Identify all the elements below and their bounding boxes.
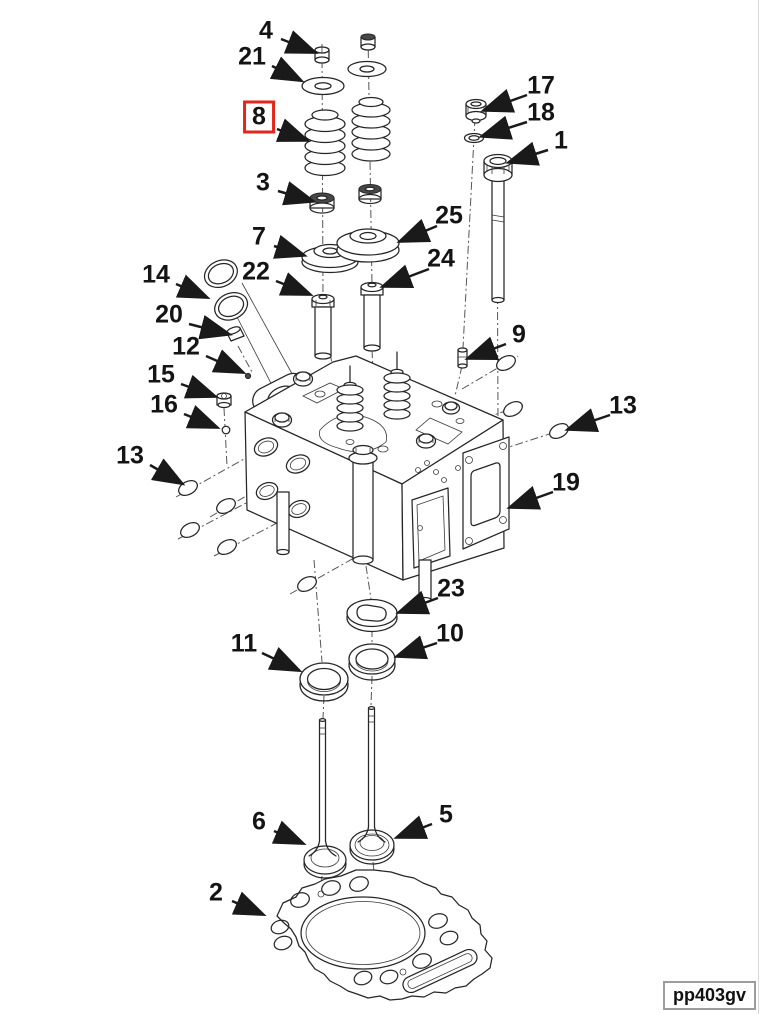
leader-arrow-25	[396, 218, 438, 243]
exhaust-valve-6	[303, 717, 347, 879]
leader-arrow-24	[379, 264, 430, 288]
leader-arrows	[149, 30, 611, 916]
part-label-8-highlighted: 8	[243, 100, 275, 134]
part-label-5: 5	[439, 800, 453, 829]
part-label-25: 25	[435, 201, 463, 230]
part-label-18: 18	[527, 98, 555, 127]
sealing-cap-17	[465, 98, 487, 124]
rear-cover-gasket-19	[462, 436, 510, 550]
part-label-16: 16	[150, 390, 178, 419]
leader-arrow-22	[275, 272, 314, 296]
spring-retainer-washer-mid	[347, 60, 387, 78]
injector-sleeve	[348, 444, 378, 565]
dowel-pin-9	[457, 347, 468, 369]
cup-plugs-14	[203, 259, 249, 321]
leader-arrow-5	[393, 815, 433, 839]
valve-seat-11	[299, 662, 349, 702]
leader-arrow-6	[271, 820, 307, 845]
valve-stem-seal-mid	[358, 184, 382, 205]
page-edge-line	[758, 0, 759, 1014]
installed-spring-a	[336, 365, 364, 432]
leader-arrow-15	[180, 374, 219, 399]
part-label-15: 15	[147, 360, 175, 389]
valve-keeper-4	[314, 46, 330, 64]
part-label-13: 13	[609, 391, 637, 420]
installed-spring-b	[383, 351, 411, 420]
pipe-plug-20	[226, 326, 245, 342]
o-ring-set-13	[178, 354, 569, 593]
leader-arrow-14	[175, 274, 211, 299]
leader-arrow-7	[273, 234, 308, 259]
leader-arrow-13	[564, 408, 611, 432]
leader-arrow-1	[505, 141, 549, 166]
valve-seat-10	[348, 643, 396, 681]
plug-15	[216, 392, 232, 409]
valve-keeper-mid	[360, 33, 376, 51]
part-label-13: 13	[116, 441, 144, 470]
spring-seat-25	[336, 228, 400, 263]
leader-arrow-16	[183, 405, 221, 429]
part-label-12: 12	[172, 332, 200, 361]
part-label-20: 20	[155, 300, 183, 329]
roll-pin-12	[244, 372, 252, 380]
part-label-21: 21	[238, 42, 266, 71]
leader-arrow-11	[261, 646, 303, 673]
leader-arrow-19	[506, 485, 554, 510]
spring-retainer-washer-21	[301, 76, 345, 96]
part-label-4: 4	[259, 16, 273, 45]
part-label-17: 17	[527, 71, 555, 100]
part-label-1: 1	[554, 126, 568, 155]
part-label-14: 14	[142, 260, 170, 289]
part-label-19: 19	[552, 468, 580, 497]
valve-guide-22	[311, 293, 335, 360]
leader-arrow-12	[205, 349, 247, 375]
leader-arrow-18	[478, 115, 528, 140]
cylinder-head-block	[244, 351, 510, 604]
leader-arrow-13	[149, 458, 186, 486]
seal-ring-23	[346, 598, 398, 633]
leader-arrow-4	[280, 30, 319, 54]
cap-boss	[271, 371, 461, 449]
leader-arrow-2	[231, 891, 267, 916]
leader-arrow-10	[393, 635, 438, 660]
part-label-10: 10	[436, 619, 464, 648]
valve-stem-seal-3	[309, 192, 335, 214]
head-gasket-2	[270, 869, 493, 1001]
part-label-22: 22	[242, 257, 270, 286]
leader-arrow-3	[277, 181, 317, 206]
leader-arrow-23	[395, 590, 439, 615]
seal-washer-18	[463, 132, 485, 144]
part-label-11: 11	[230, 629, 258, 658]
head-bolt-1	[483, 153, 513, 304]
part-label-23: 23	[437, 574, 465, 603]
ball-16	[221, 425, 231, 435]
valve-guide-24	[360, 281, 384, 352]
part-label-3: 3	[256, 168, 270, 197]
part-label-9: 9	[512, 320, 526, 349]
leader-arrow-17	[480, 88, 528, 113]
watermark-code: pp403gv	[662, 981, 756, 1010]
leader-arrow-9	[464, 336, 507, 360]
part-label-24: 24	[427, 244, 455, 273]
leader-arrow-21	[269, 56, 305, 83]
leader-arrow-8	[275, 118, 311, 142]
leader-arrow-20	[188, 315, 233, 340]
part-label-7: 7	[252, 222, 266, 251]
valve-spring-8	[304, 109, 346, 177]
part-label-6: 6	[252, 807, 266, 836]
part-label-2: 2	[209, 878, 223, 907]
intake-valve-5	[349, 705, 395, 865]
valve-spring-mid	[351, 96, 391, 162]
